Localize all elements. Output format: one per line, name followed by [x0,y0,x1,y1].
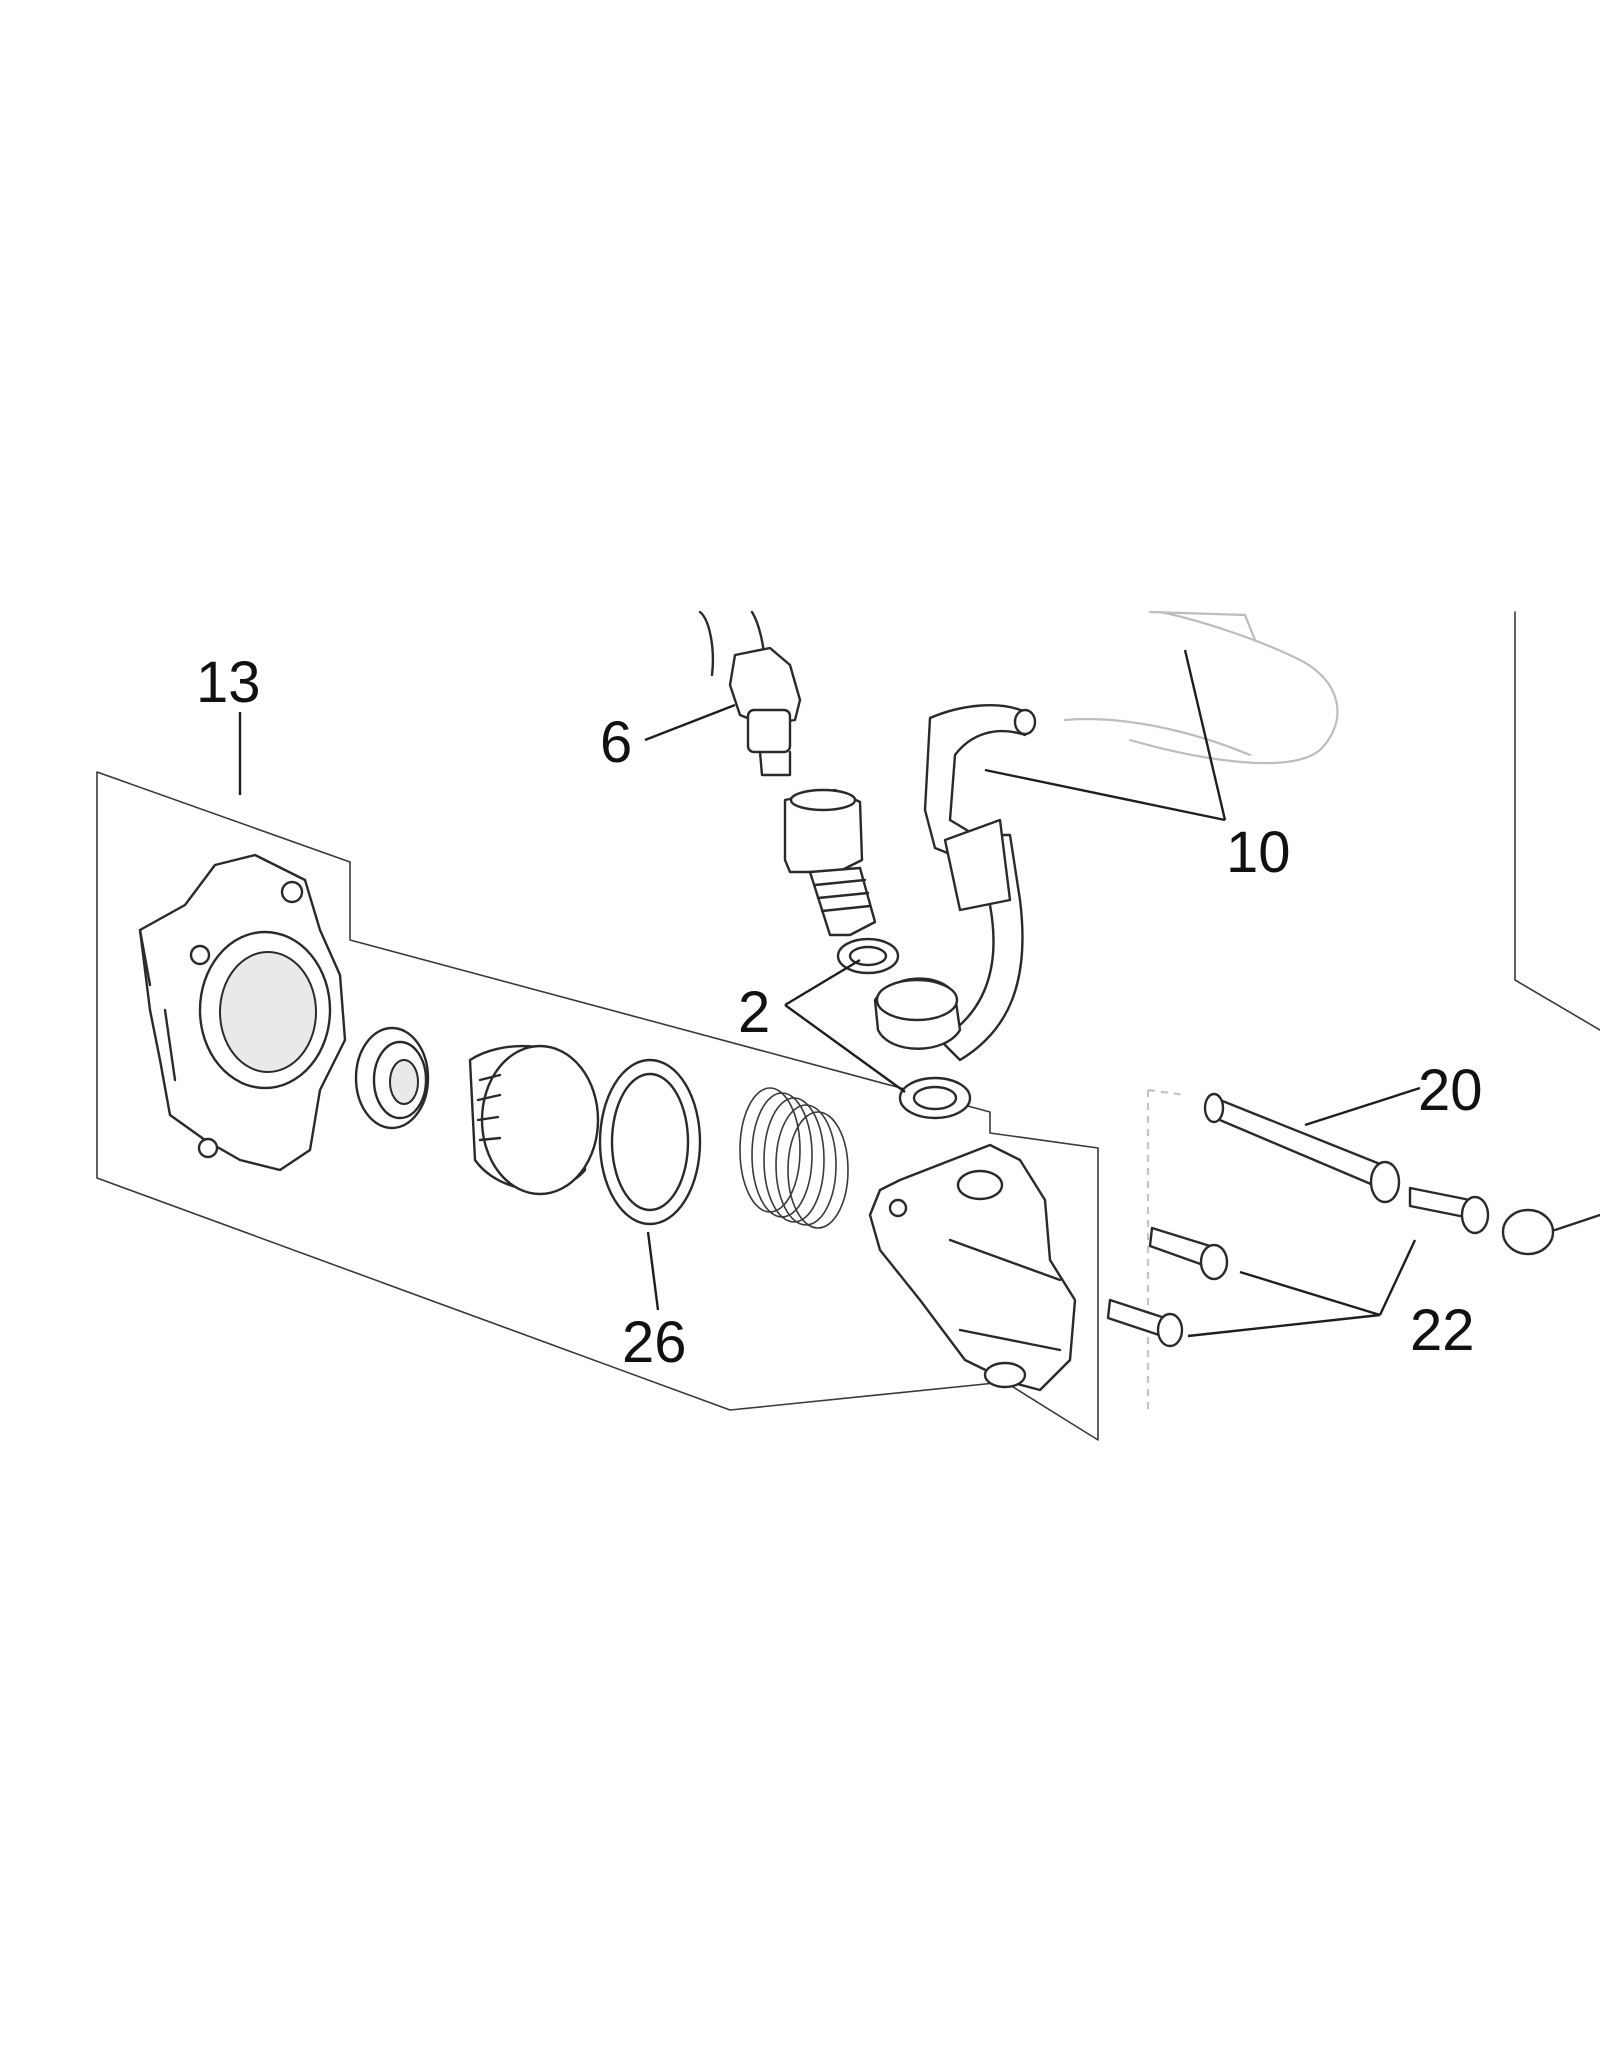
cylinder-housing [868,1143,1077,1392]
leader-lines [238,649,1421,1338]
callout-2: 2 [738,980,770,1045]
callout-13: 13 [196,650,261,715]
callout-26: 26 [622,1310,687,1375]
washer-bottom [898,1076,972,1120]
piston-ring [598,1058,702,1226]
guide-pin [1203,1092,1401,1204]
screw-1 [1408,1186,1490,1235]
callout-22: 22 [1410,1298,1475,1363]
callout-20: 20 [1418,1058,1483,1123]
brake-hose [873,704,1037,1062]
screw-3 [1106,1298,1184,1348]
callout-labels: 13 6 10 2 20 26 22 [196,650,1483,1375]
caliper-body [138,853,347,1172]
background-outlines [1063,610,1600,1031]
callout-10: 10 [1226,820,1291,885]
cap-plug [1501,1208,1600,1256]
banjo-fitting [783,788,877,937]
assembly-frame [96,771,1099,1441]
screw-2 [1148,1226,1229,1281]
bleed-fitting [698,610,802,777]
screw-frame-dashed [1146,1088,1186,1415]
callout-6: 6 [600,710,632,775]
piston [468,1044,600,1196]
seal-ring [354,1026,430,1130]
spring [739,1087,849,1229]
